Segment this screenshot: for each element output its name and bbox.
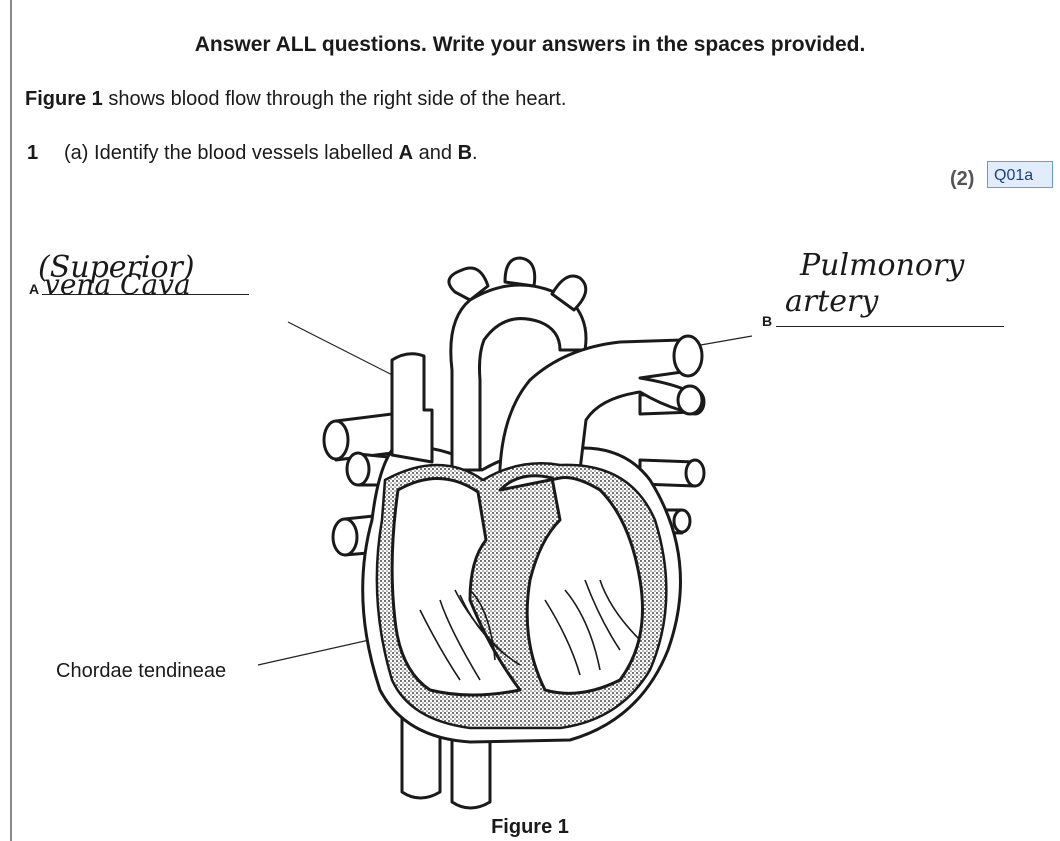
vessel-right-2-opening — [686, 460, 704, 486]
vessel-right-3-opening — [674, 510, 690, 532]
pulmonary-artery-opening-1 — [674, 336, 702, 376]
vessel-left-1-opening — [324, 421, 348, 459]
vessel-left-2-opening — [347, 453, 369, 485]
chordae-tendineae-label: Chordae tendineae — [56, 660, 226, 683]
figure-caption: Figure 1 — [0, 816, 1060, 839]
pulmonary-artery-opening-2 — [678, 386, 702, 414]
aortic-branch-2 — [505, 258, 535, 286]
vessel-left-3-opening — [333, 519, 357, 555]
superior-vena-cava — [392, 354, 432, 462]
